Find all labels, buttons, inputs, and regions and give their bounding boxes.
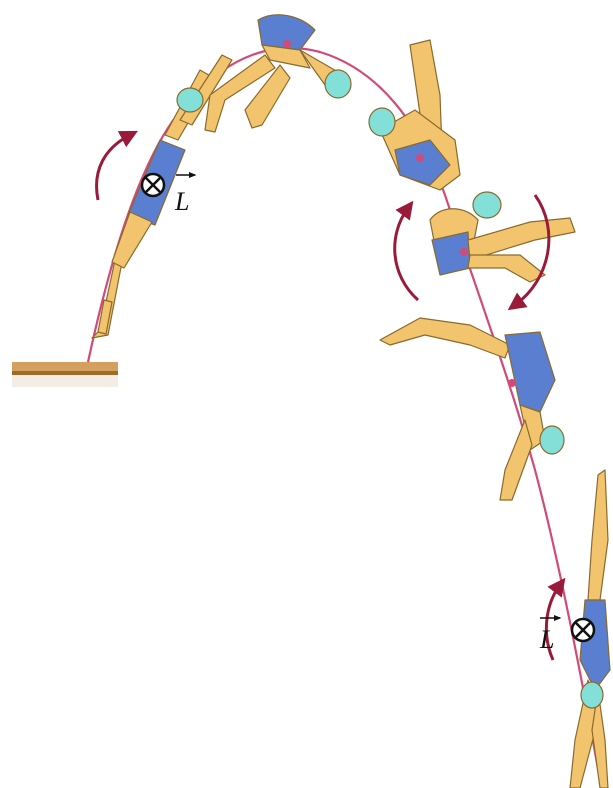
diving-board	[12, 362, 118, 387]
angular-momentum-label: L	[174, 187, 189, 216]
diver-tuck	[369, 40, 460, 190]
curved-arrow-icon	[97, 135, 130, 200]
com-dot	[416, 154, 424, 162]
curved-arrow-icon	[515, 195, 549, 305]
diver-pike-top	[205, 15, 351, 132]
com-dot	[508, 379, 516, 387]
com-dot	[460, 248, 468, 256]
com-dot	[283, 40, 291, 48]
curved-arrow-icon	[395, 208, 418, 300]
angular-momentum-label: L	[539, 625, 554, 654]
diver-open	[430, 192, 575, 282]
